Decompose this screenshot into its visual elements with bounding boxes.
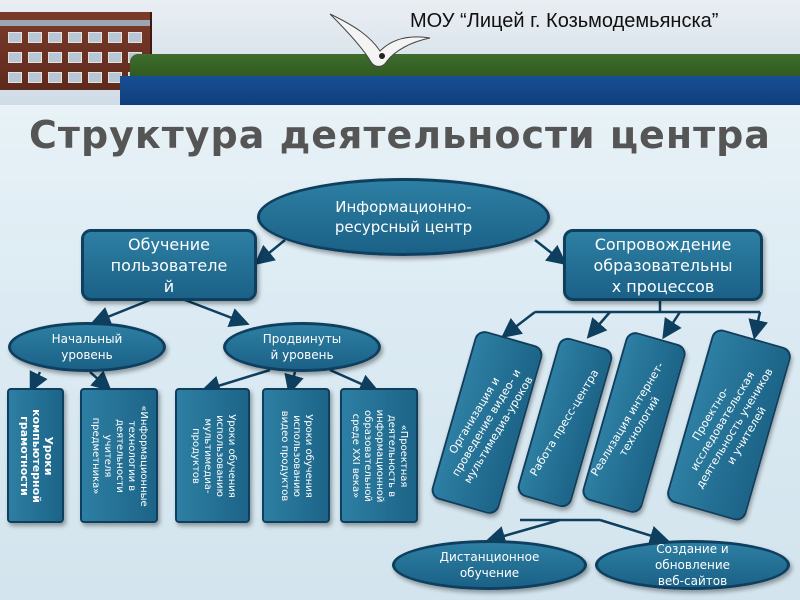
page-title: Структура деятельности центра	[0, 113, 800, 157]
center-node: Информационно-ресурсный центр	[257, 178, 550, 256]
treeline	[130, 54, 800, 76]
header-banner: МОУ “Лицей г. Козьмодемьянска”	[0, 0, 800, 105]
header-title: МОУ “Лицей г. Козьмодемьянска”	[410, 10, 718, 33]
river-water	[120, 76, 800, 105]
